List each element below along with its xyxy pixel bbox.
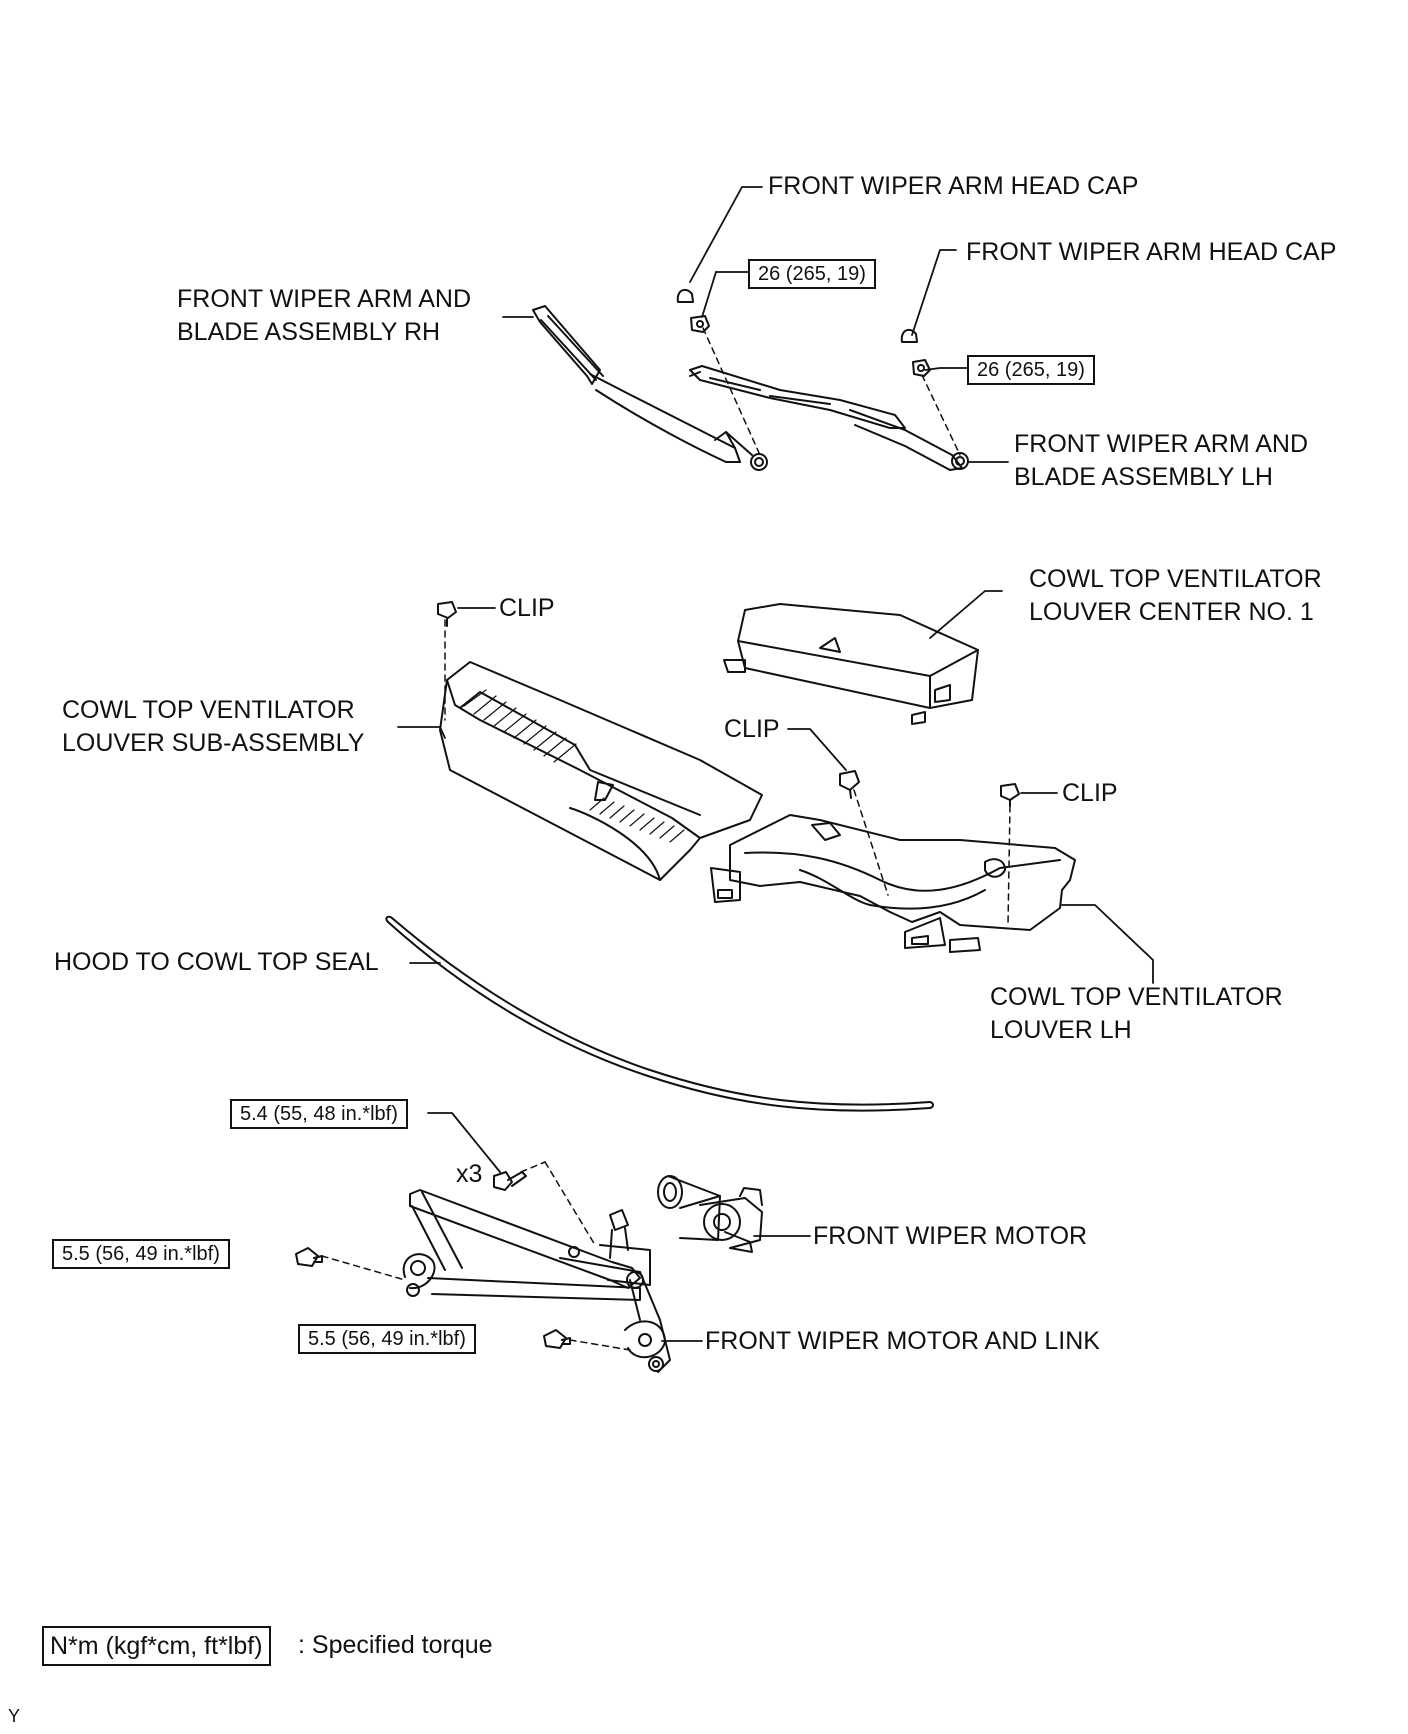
- louver-lh-label-line2: LOUVER LH: [990, 1016, 1132, 1044]
- nut-lh-icon: [912, 359, 931, 377]
- hood-to-cowl-top-seal: [385, 915, 934, 1112]
- wiper-arm-lh: [689, 365, 969, 471]
- bolt-icon: [543, 1329, 571, 1349]
- wiper-link: [402, 1189, 671, 1373]
- nut-rh-icon: [690, 315, 710, 333]
- wiper-motor-label: FRONT WIPER MOTOR: [813, 1222, 1088, 1250]
- head-cap-lh-label: FRONT WIPER ARM HEAD CAP: [966, 238, 1337, 266]
- louver-sub-assembly-label-line2: LOUVER SUB-ASSEMBLY: [62, 729, 365, 757]
- figure-code: Y: [8, 1706, 21, 1726]
- louver-lh: [710, 814, 1076, 953]
- leader-lines: [397, 186, 1154, 1342]
- louver-sub-assembly: [439, 661, 763, 881]
- clip-icon: [839, 770, 860, 799]
- wiper-arm-lh-label-line1: FRONT WIPER ARM AND: [1014, 430, 1309, 458]
- clip-label: CLIP: [1062, 779, 1118, 807]
- wiper-arm-rh-label-line1: FRONT WIPER ARM AND: [177, 285, 472, 313]
- wiper-arm-rh: [532, 305, 768, 471]
- legend-description: : Specified torque: [298, 1631, 493, 1659]
- dashed-alignment-lines: [321, 327, 1011, 1351]
- wiper-motor: [657, 1175, 763, 1253]
- louver-center-no1: [723, 603, 979, 725]
- torque-spec-box: 26 (265, 19): [967, 355, 1095, 385]
- clip-icon: [437, 601, 457, 627]
- clip-label: CLIP: [499, 594, 555, 622]
- louver-sub-assembly-label-line1: COWL TOP VENTILATOR: [62, 696, 355, 724]
- torque-spec-box: 5.4 (55, 48 in.*lbf): [230, 1099, 408, 1129]
- wiper-motor-link-label: FRONT WIPER MOTOR AND LINK: [705, 1327, 1100, 1355]
- legend-unit-box: N*m (kgf*cm, ft*lbf): [42, 1626, 271, 1666]
- torque-spec-box: 5.5 (56, 49 in.*lbf): [52, 1239, 230, 1269]
- head-cap-lh-icon: [900, 328, 918, 343]
- louver-center-label-line2: LOUVER CENTER NO. 1: [1029, 598, 1314, 626]
- clip-icon: [1000, 783, 1020, 807]
- torque-spec-box: 26 (265, 19): [748, 259, 876, 289]
- torque-spec-box: 5.5 (56, 49 in.*lbf): [298, 1324, 476, 1354]
- louver-center-label-line1: COWL TOP VENTILATOR: [1029, 565, 1322, 593]
- hood-seal-label: HOOD TO COWL TOP SEAL: [54, 948, 379, 976]
- wiper-arm-lh-label-line2: BLADE ASSEMBLY LH: [1014, 463, 1273, 491]
- bolt-icon: [295, 1247, 323, 1267]
- head-cap-rh-icon: [676, 288, 694, 303]
- quantity-label: x3: [456, 1160, 483, 1188]
- bolt-icon: [493, 1171, 527, 1191]
- wiper-arm-rh-label-line2: BLADE ASSEMBLY RH: [177, 318, 441, 346]
- louver-lh-label-line1: COWL TOP VENTILATOR: [990, 983, 1283, 1011]
- clip-label: CLIP: [724, 715, 780, 743]
- head-cap-rh-label: FRONT WIPER ARM HEAD CAP: [768, 172, 1139, 200]
